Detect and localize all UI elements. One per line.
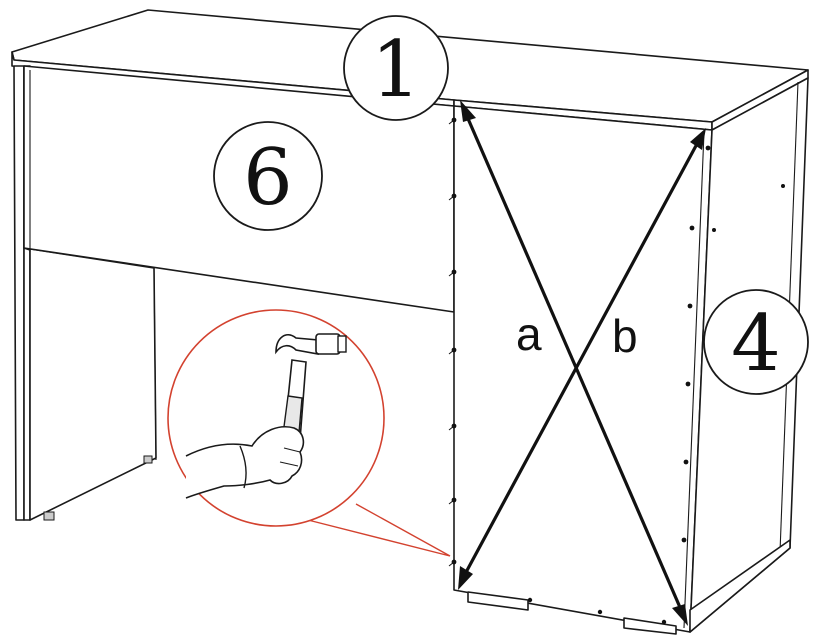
callout-6-label: 6 — [243, 133, 293, 223]
callout-6: 6 — [213, 121, 323, 231]
nail-icon — [681, 537, 687, 543]
nail-row-left — [448, 117, 457, 567]
cabinet-feet — [467, 591, 677, 635]
nail-icon — [705, 145, 711, 151]
diagonal-a-label: a — [516, 308, 542, 360]
nail-icon — [597, 609, 603, 615]
diagonal-a-arrow — [460, 100, 688, 626]
nail-icon — [661, 619, 667, 625]
nail-icon — [448, 193, 457, 201]
nail-icon — [448, 117, 457, 125]
nail-icon — [448, 559, 457, 567]
left-side-panel — [13, 65, 157, 521]
nail-icon — [689, 225, 695, 231]
nail-icon — [712, 228, 716, 232]
nail-icon — [687, 303, 693, 309]
nail-icon — [781, 184, 785, 188]
callout-1-label: 1 — [371, 25, 421, 115]
nail-icon — [448, 347, 457, 355]
nail-icon — [448, 269, 457, 277]
nail-row-bottom — [527, 597, 667, 625]
diagonal-b-arrow — [458, 128, 706, 590]
hammer-in-hand-icon — [185, 333, 347, 499]
double-headed-arrow-icon — [460, 100, 476, 122]
callout-1: 1 — [343, 15, 449, 121]
nail-icon — [448, 423, 457, 431]
nail-icon — [685, 381, 691, 387]
nail-row-right — [681, 145, 785, 543]
double-headed-arrow-icon — [458, 566, 473, 590]
callout-4: 4 — [703, 289, 809, 395]
double-headed-arrow-icon — [672, 604, 688, 626]
hammer-detail-callout — [167, 309, 451, 557]
double-headed-arrow-icon — [690, 128, 706, 150]
nail-icon — [448, 497, 457, 505]
nail-icon — [527, 597, 533, 603]
diagonal-b-label: b — [612, 310, 638, 362]
callout-4-label: 4 — [731, 299, 781, 389]
nail-icon — [683, 459, 689, 465]
